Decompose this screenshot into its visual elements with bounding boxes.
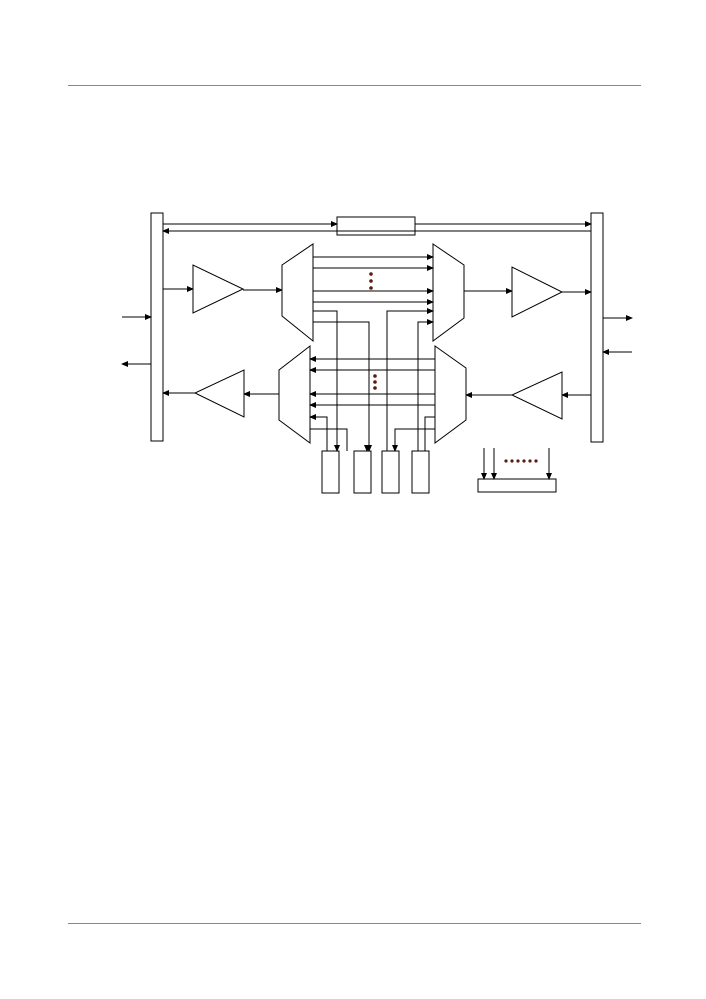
add-line-upper: [313, 321, 372, 452]
control-dot-3: [516, 459, 520, 463]
control-dot-6: [534, 459, 538, 463]
lower-dot-3: [373, 386, 377, 390]
mux-lower: [278, 344, 311, 444]
control-dot-2: [510, 459, 514, 463]
lower-add-line-1: [309, 414, 328, 451]
port-box-4: [411, 450, 430, 494]
drop-line-1: [313, 310, 340, 452]
control-dot-1: [504, 459, 508, 463]
upper-dot-2: [369, 279, 373, 283]
control-dot-5: [528, 459, 532, 463]
lower-drop-line-2: [392, 428, 435, 452]
upper-dot-1: [369, 272, 373, 276]
port-box-2: [353, 450, 372, 494]
lower-dot-1: [373, 374, 377, 378]
amplifier-4: [193, 369, 245, 418]
ellipsis-dots: [369, 272, 538, 463]
right-vertical-bar: [590, 212, 604, 443]
lower-add-line-2: [424, 416, 435, 451]
add-line-1: [386, 308, 434, 451]
lower-dot-2: [373, 380, 377, 384]
upper-dot-3: [369, 286, 373, 290]
port-box-3: [381, 450, 400, 494]
amplifier-2: [511, 266, 564, 318]
lower-drop-line-1: [310, 428, 348, 451]
control-dot-4: [522, 459, 526, 463]
drop-line-2: [364, 445, 370, 452]
top-center-block: [336, 216, 416, 236]
port-box-1: [321, 450, 340, 494]
header-rule: [68, 85, 641, 86]
mux-upper: [432, 243, 465, 342]
demux-upper: [281, 243, 314, 343]
demux-lower: [434, 345, 467, 444]
footer-rule: [68, 923, 641, 924]
amplifier-3: [510, 371, 563, 420]
amplifier-1: [192, 264, 245, 314]
add-line-2: [417, 319, 434, 451]
left-vertical-bar: [150, 212, 164, 442]
control-block: [477, 478, 557, 493]
